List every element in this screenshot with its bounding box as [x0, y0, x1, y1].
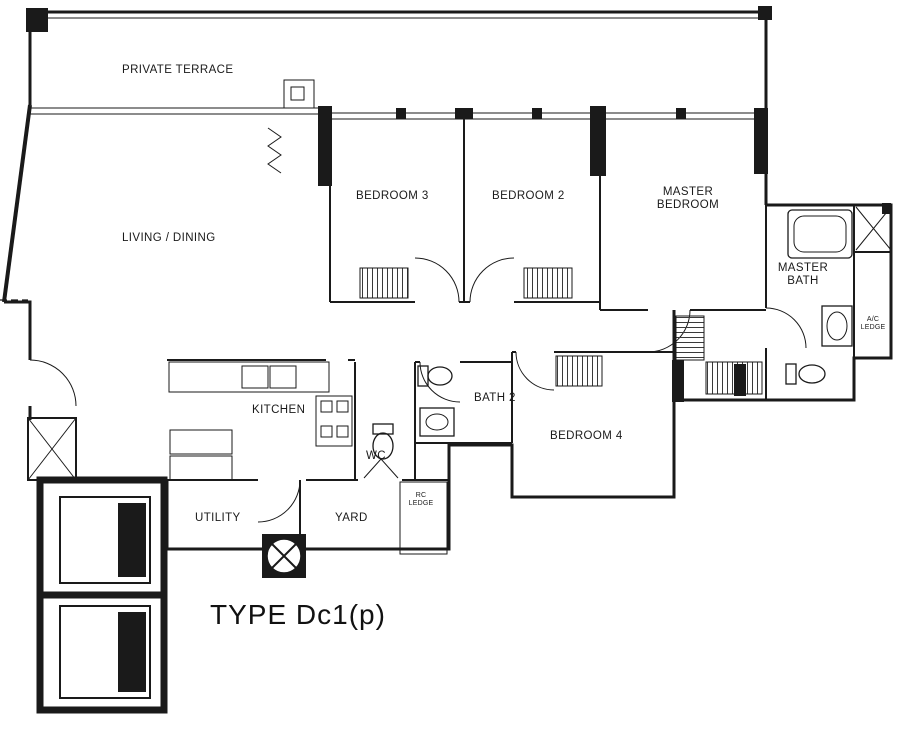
bedroom2-wardrobe [523, 267, 573, 299]
master-toilet [785, 363, 797, 385]
window-mullion [396, 108, 406, 119]
ac-ledge-left [27, 417, 77, 481]
bath-fixtures [372, 209, 853, 460]
master-wardrobe [675, 315, 705, 361]
room-label-ac-ledge: A/C LEDGE [860, 316, 886, 331]
wc-toilet [372, 423, 394, 435]
window-mullion [532, 108, 542, 119]
column [26, 8, 48, 32]
door-arcs [29, 257, 807, 523]
outer-walls [2, 10, 893, 551]
lift-lobby [36, 476, 168, 714]
lift-car-1 [59, 496, 151, 584]
lift-car-2 [59, 605, 151, 699]
room-label-wc: WC [366, 450, 386, 462]
kitchen-fixtures [168, 361, 353, 481]
structural-columns [26, 6, 891, 402]
kitchen-sink [241, 365, 269, 389]
kitchen-counter [168, 361, 330, 393]
bath2-sink [419, 407, 455, 437]
room-label-bedroom-4: BEDROOM 4 [550, 430, 623, 442]
interior-walls [30, 113, 891, 549]
room-label-master-bath: MASTER BATH [777, 262, 829, 287]
terrace-planter [283, 79, 315, 109]
room-label-kitchen: KITCHEN [252, 404, 306, 416]
plan-title: TYPE Dc1(p) [210, 599, 386, 630]
column [590, 106, 606, 176]
kitchen-hob [315, 395, 353, 447]
room-label-bedroom-3: BEDROOM 3 [356, 190, 429, 202]
column [882, 203, 891, 214]
column [318, 106, 332, 186]
rc-ledge-outline [399, 481, 448, 555]
room-label-yard: YARD [335, 512, 368, 524]
room-label-rc-ledge: RC LEDGE [408, 492, 434, 507]
bedroom3-wardrobe [359, 267, 409, 299]
room-label-living-dining: LIVING / DINING [122, 232, 216, 244]
window-mullion [676, 108, 686, 119]
master-sink [821, 305, 853, 347]
bathtub [787, 209, 853, 259]
room-label-utility: UTILITY [195, 512, 241, 524]
walls-group [0, 10, 893, 555]
room-label-master-bedroom: MASTER BEDROOM [656, 186, 720, 211]
column [734, 364, 746, 396]
bath2-toilet [417, 365, 429, 387]
folding-door-symbol [267, 127, 282, 174]
window-mullion [455, 108, 473, 119]
floor-trap [262, 534, 306, 578]
ac-ledge-right [855, 206, 892, 251]
bedroom4-wardrobe [555, 355, 603, 387]
column [754, 108, 768, 174]
room-label-bedroom-2: BEDROOM 2 [492, 190, 565, 202]
column [672, 360, 684, 402]
room-label-private-terrace: PRIVATE TERRACE [122, 64, 234, 76]
column [758, 6, 772, 20]
kitchen-fridge [169, 429, 233, 455]
room-label-bath-2: BATH 2 [474, 392, 516, 404]
wardrobes [359, 267, 763, 395]
